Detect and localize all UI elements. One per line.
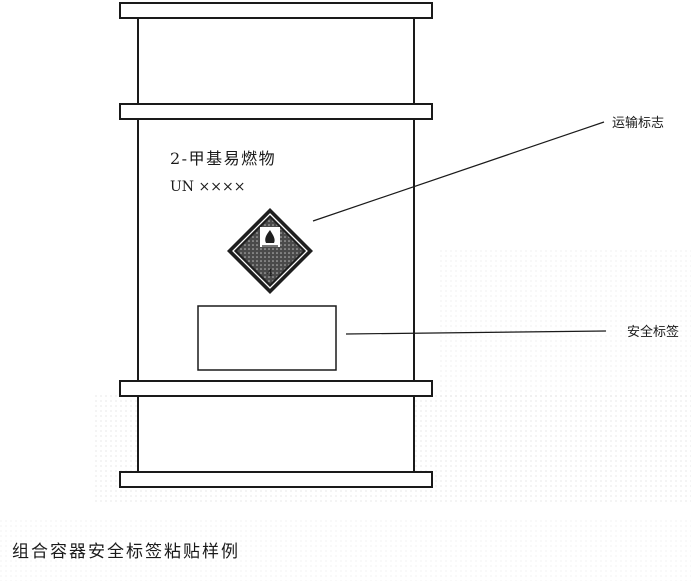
safety-label-callout: 安全标签	[627, 324, 679, 340]
drum-upper-hoop	[119, 103, 433, 120]
flame-icon	[265, 230, 275, 243]
drum-bottom-rim	[119, 471, 433, 488]
hazard-diamond-icon: 4	[227, 208, 313, 294]
transport-mark-leader-line	[312, 121, 605, 222]
transport-mark-callout: 运输标志	[612, 115, 664, 131]
safety-label-box	[197, 305, 337, 371]
un-number: UN ××××	[170, 179, 245, 195]
background-texture-caption	[0, 520, 691, 581]
background-texture-right	[440, 250, 691, 400]
drum-body	[137, 15, 415, 477]
chemical-name: 2-甲基易燃物	[170, 149, 276, 168]
drum-top-rim	[119, 2, 433, 19]
hazard-class-number: 4	[267, 269, 273, 279]
drum-lower-hoop	[119, 380, 433, 397]
diagram-caption: 组合容器安全标签粘贴样例	[12, 542, 240, 562]
safety-label-leader-line	[345, 330, 607, 335]
